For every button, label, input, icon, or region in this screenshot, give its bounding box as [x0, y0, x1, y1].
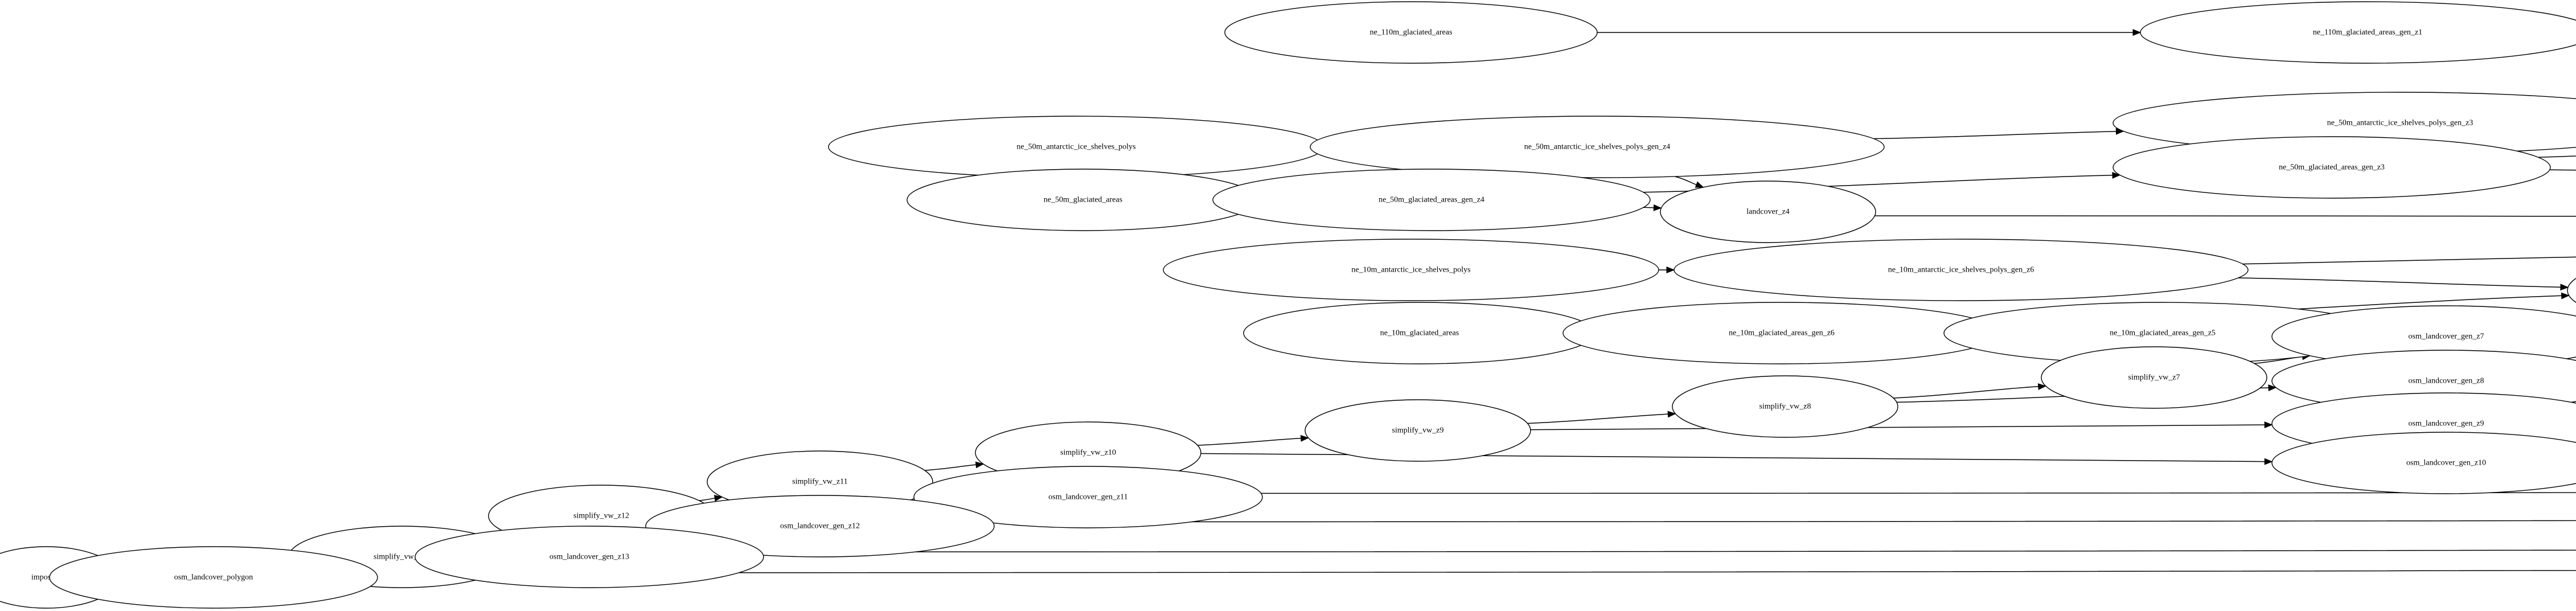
- edge-ne_10m_antarctic_ice_shelves_polys_gen_z6-to-ne_10m_antarctic_ice_shelves_polys_gen_z5: [2242, 256, 2576, 265]
- node-shape: [1562, 302, 2001, 364]
- edge-arrowhead: [2037, 383, 2047, 390]
- node-simplify_vw_z7[interactable]: simplify_vw_z7: [2041, 346, 2267, 409]
- edge-simplify_vw_z8-to-simplify_vw_z7: [1893, 386, 2046, 399]
- node-shape: [913, 466, 1263, 528]
- node-shape: [2271, 432, 2576, 494]
- node-simplify_vw_z8[interactable]: simplify_vw_z8: [1672, 375, 1898, 438]
- edge-arrowhead: [2268, 384, 2277, 392]
- edge-simplify_vw_z9-to-osm_landcover_gen_z9: [1530, 424, 2273, 430]
- node-shape: [1163, 239, 1659, 301]
- node-ne_50m_glaciated_areas[interactable]: ne_50m_glaciated_areas: [906, 169, 1260, 231]
- node-simplify_vw_z9[interactable]: simplify_vw_z9: [1305, 399, 1531, 462]
- node-shape: [2113, 136, 2551, 199]
- node-osm_landcover_gen_z13[interactable]: osm_landcover_gen_z13: [415, 526, 764, 588]
- edge-arrowhead: [1300, 434, 1310, 442]
- edge-ne_50m_antarctic_ice_shelves_polys_gen_z4-to-ne_50m_antarctic_ice_shelves_polys_gen_z3: [1873, 130, 2124, 140]
- edge-arrowhead: [1695, 181, 1704, 188]
- edge-arrowhead: [713, 495, 723, 502]
- node-ne_50m_antarctic_ice_shelves_polys[interactable]: ne_50m_antarctic_ice_shelves_polys: [828, 116, 1324, 178]
- node-ne_50m_antarctic_ice_shelves_polys_gen_z4[interactable]: ne_50m_antarctic_ice_shelves_polys_gen_z…: [1310, 116, 1885, 178]
- node-shape: [1224, 1, 1598, 64]
- node-shape: [1305, 399, 1531, 462]
- edge-arrowhead: [2112, 171, 2121, 179]
- node-ne_110m_glaciated_areas_gen_z1[interactable]: ne_110m_glaciated_areas_gen_z1: [2140, 1, 2576, 64]
- edge-arrowhead: [1666, 266, 1675, 273]
- node-ne_10m_glaciated_areas_gen_z6[interactable]: ne_10m_glaciated_areas_gen_z6: [1562, 302, 2001, 364]
- node-ne_10m_antarctic_ice_shelves_polys[interactable]: ne_10m_antarctic_ice_shelves_polys: [1163, 239, 1659, 301]
- node-ne_10m_glaciated_areas[interactable]: ne_10m_glaciated_areas: [1243, 302, 1596, 364]
- node-ne_110m_glaciated_areas[interactable]: ne_110m_glaciated_areas: [1224, 1, 1598, 64]
- node-shape: [1660, 181, 1876, 243]
- node-shape: [2567, 278, 2576, 303]
- edge-arrowhead: [1667, 411, 1676, 418]
- edge-ne_50m_glaciated_areas_gen_z3-to-ne_50m_glaciated_areas_gen_z2: [2549, 169, 2576, 171]
- edge-arrowhead: [2561, 292, 2570, 300]
- edge-arrowhead: [1653, 204, 1662, 211]
- node-shape: [2041, 346, 2267, 409]
- edge-simplify_vw_z10-to-simplify_vw_z9: [1197, 437, 1308, 446]
- node-shape: [828, 116, 1324, 178]
- edge-arrowhead: [2132, 29, 2142, 36]
- edge-arrowhead: [2264, 421, 2273, 429]
- node-ne_50m_glaciated_areas_gen_z3[interactable]: ne_50m_glaciated_areas_gen_z3: [2113, 136, 2551, 199]
- node-landcover_z4[interactable]: landcover_z4: [1660, 181, 1876, 243]
- node-shape: [2140, 1, 2576, 64]
- edge-simplify_vw_z9-to-simplify_vw_z8: [1527, 413, 1676, 424]
- node-shape: [1310, 116, 1885, 178]
- node-ne_10m_antarctic_ice_shelves_polys_gen_z6[interactable]: ne_10m_antarctic_ice_shelves_polys_gen_z…: [1673, 239, 2249, 301]
- node-shape: [1212, 169, 1651, 231]
- edge-simplify_vw_z11-to-simplify_vw_z10: [924, 464, 984, 471]
- node-ne_50m_glaciated_areas_gen_z4[interactable]: ne_50m_glaciated_areas_gen_z4: [1212, 169, 1651, 231]
- node-landcover_z6[interactable]: landcover_z6: [2567, 260, 2576, 321]
- node-shape: [1672, 375, 1898, 438]
- node-shape: [415, 526, 764, 588]
- edge-arrowhead: [2264, 458, 2273, 465]
- node-shape: [1243, 302, 1596, 364]
- node-shape: [906, 169, 1260, 231]
- node-shape: [49, 546, 378, 609]
- node-osm_landcover_polygon[interactable]: osm_landcover_polygon: [49, 546, 378, 609]
- node-shape: [1673, 239, 2249, 301]
- edge-arrowhead: [2560, 284, 2569, 291]
- edge-ne_10m_antarctic_ice_shelves_polys_gen_z6-to-landcover_z6: [2238, 277, 2568, 288]
- edge-arrowhead: [975, 461, 985, 469]
